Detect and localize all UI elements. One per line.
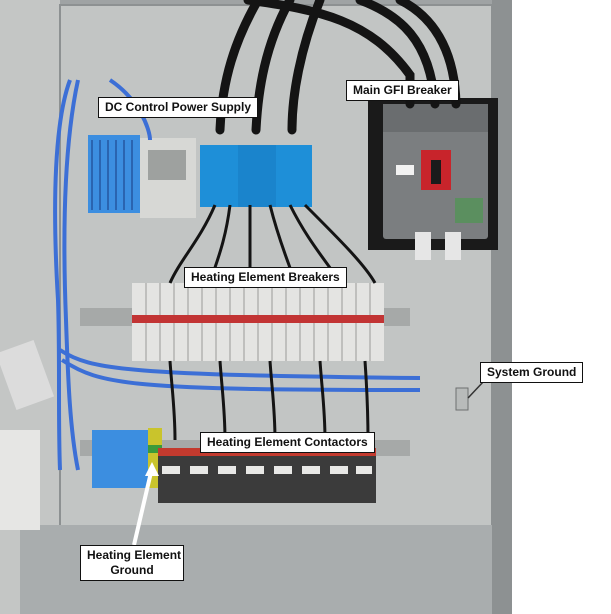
heating-element-breakers: [132, 283, 384, 361]
label-dc-control-power-supply: DC Control Power Supply: [98, 97, 259, 118]
heating-element-contactors: [158, 448, 376, 503]
label-heating-element-breakers: Heating Element Breakers: [184, 267, 347, 288]
label-heating-element-ground: Heating Element Ground: [80, 545, 184, 581]
label-heating-element-ground-line2: Ground: [110, 563, 154, 577]
label-heating-element-ground-line1: Heating Element: [87, 548, 182, 562]
label-main-gfi-breaker: Main GFI Breaker: [346, 80, 459, 101]
blue-wire-bundle: [53, 78, 421, 471]
label-heating-element-contactors: Heating Element Contactors: [200, 432, 375, 453]
label-system-ground: System Ground: [480, 362, 584, 383]
left-conduit: [0, 339, 55, 411]
distribution-blocks: [200, 145, 312, 207]
lower-terminal-block: [92, 430, 152, 488]
ground-pointer: [132, 467, 154, 546]
system-ground-lug: [455, 387, 469, 411]
